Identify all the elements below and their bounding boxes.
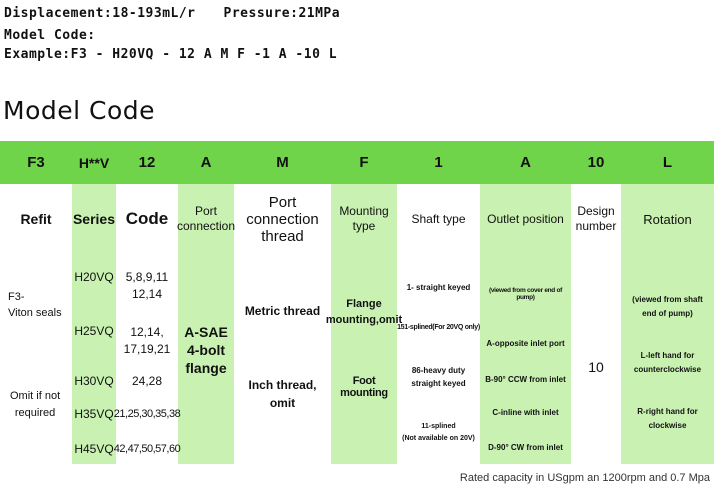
header-port-thread: Port connection thread: [246, 193, 319, 245]
rotation-right-b: clockwise: [648, 421, 687, 430]
refit-omit-a: Omit if not: [10, 390, 61, 402]
shaft-splined-a: 11-splined: [421, 423, 456, 430]
example-line: Example:F3 - H20VQ - 12 A M F -1 A -10 L: [4, 47, 338, 62]
codes-h25-a: 12,14,: [130, 325, 164, 339]
codes-h20: 5,8,9,11 12,14: [116, 268, 178, 304]
code-a2: A: [520, 154, 531, 171]
header-mounting: Mounting type: [339, 204, 389, 233]
port-4bolt: 4-bolt: [186, 342, 226, 358]
shaft-straight-keyed: 1- straight keyed: [406, 282, 471, 292]
refit-f3-code: F3-: [8, 291, 25, 303]
shaft-splined-b: (Not available on 20V): [402, 435, 475, 442]
rotation-right-a: R-right hand for: [637, 407, 698, 416]
mounting-foot: Foot mounting: [340, 375, 388, 399]
header-shaft: Shaft type: [411, 212, 466, 226]
shaft-splined-11: 11-splined (Not available on 20V): [397, 420, 480, 446]
header-code: Code: [125, 209, 169, 228]
refit-f3: F3- Viton seals: [8, 289, 62, 321]
codes-h25-b: 17,19,21: [123, 342, 171, 356]
codes-h20-b: 12,14: [131, 287, 163, 301]
section-title: Model Code: [3, 96, 156, 125]
code-series: H**V: [78, 154, 110, 171]
outlet-viewed-from: (viewed from cover end of pump): [488, 287, 563, 301]
outlet-d: D-90° CW from inlet: [488, 442, 563, 452]
refit-viton: Viton seals: [8, 307, 62, 319]
design-number-value: 10: [588, 359, 604, 375]
codes-h35: 21,25,30,35,38: [113, 408, 181, 420]
header-refit: Refit: [20, 211, 52, 227]
port-sae: A-SAE: [184, 324, 228, 340]
code-f3: F3: [27, 154, 45, 171]
series-h30vq: H30VQ: [74, 374, 114, 388]
header-port-connection: Port connection: [176, 204, 236, 233]
mounting-flange: Flange mounting,omit: [326, 295, 402, 329]
shaft-splined-151: 151-splined(For 20VQ only): [397, 323, 480, 331]
codes-h45: 42,47,50,57,60: [113, 443, 181, 455]
code-a: A: [200, 154, 212, 171]
pressure-text: Pressure:21MPa: [223, 6, 341, 21]
mounting-column-bg: [331, 184, 397, 464]
rotation-right: R-right hand for clockwise: [621, 404, 714, 434]
rotation-viewed-a: (viewed from shaft: [632, 295, 703, 304]
code-1: 1: [434, 154, 443, 171]
rotation-left-a: L-left hand for: [640, 351, 695, 360]
displacement-text: Displacement:18-193mL/r: [4, 6, 196, 21]
rotation-viewed-from: (viewed from shaft end of pump): [621, 292, 714, 322]
code-row-band: [0, 141, 714, 184]
refit-omit-b: required: [14, 407, 56, 419]
code-10: 10: [587, 154, 605, 171]
series-h45vq: H45VQ: [74, 442, 114, 456]
codes-h30: 24,28: [131, 374, 163, 388]
shaft-heavy-b: straight keyed: [411, 379, 466, 388]
code-m: M: [276, 154, 289, 171]
thread-inch-b: omit: [269, 396, 296, 410]
header-outlet: Outlet position: [487, 212, 564, 226]
series-column-bg: [72, 184, 116, 464]
outlet-a: A-opposite inlet port: [486, 338, 565, 348]
codes-h20-a: 5,8,9,11: [125, 270, 169, 284]
shaft-heavy-duty: 86-heavy duty straight keyed: [397, 363, 480, 391]
outlet-c: C-inline with inlet: [492, 407, 559, 417]
series-h35vq: H35VQ: [74, 407, 114, 421]
rotation-left: L-left hand for counterclockwise: [621, 348, 714, 378]
code-12: 12: [138, 154, 156, 171]
series-h20vq: H20VQ: [74, 270, 114, 284]
rotation-left-b: counterclockwise: [633, 365, 702, 374]
refit-omit: Omit if not required: [10, 388, 60, 422]
mounting-flange-b: mounting,omit: [325, 314, 403, 326]
thread-inch-a: Inch thread,: [248, 378, 317, 392]
model-code-label: Model Code:: [4, 28, 96, 43]
port-column-bg: [178, 184, 234, 464]
mounting-flange-a: Flange: [346, 298, 382, 310]
header-design: Design number: [575, 204, 617, 233]
code-f: F: [359, 154, 369, 171]
codes-h25: 12,14, 17,19,21: [116, 323, 178, 359]
port-flange: flange: [185, 360, 227, 376]
shaft-heavy-a: 86-heavy duty: [411, 366, 466, 375]
outlet-b: B-90° CCW from inlet: [485, 374, 566, 384]
code-l: L: [662, 154, 673, 171]
port-sae-flange: A-SAE 4-bolt flange: [178, 318, 234, 382]
outlet-column-bg: [480, 184, 571, 464]
rotation-column-bg: [621, 184, 714, 464]
spec-line: Displacement:18-193mL/r Pressure:21MPa: [4, 6, 340, 21]
header-rotation: Rotation: [643, 211, 692, 227]
rotation-viewed-b: end of pump): [642, 309, 693, 318]
footnote: Rated capacity in USgpm an 1200rpm and 0…: [459, 472, 710, 484]
thread-inch: Inch thread, omit: [234, 376, 331, 412]
thread-metric: Metric thread: [244, 304, 321, 318]
header-series: Series: [72, 211, 116, 227]
series-h25vq: H25VQ: [74, 324, 114, 338]
